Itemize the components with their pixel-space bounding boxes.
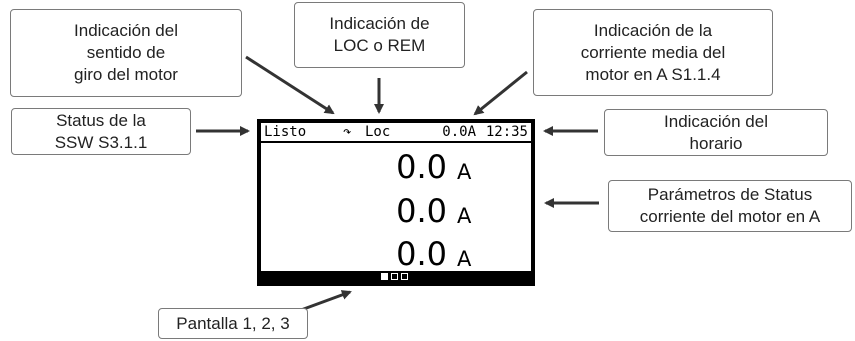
- arrow-avg-current: [473, 70, 528, 116]
- callout-rotation-direction: Indicación del sentido de giro del motor: [10, 9, 242, 97]
- callout-loc-rem: Indicación de LOC o REM: [294, 2, 465, 68]
- reading-unit: A: [457, 247, 472, 271]
- motor-current-reading-3: 0.0 A: [261, 233, 531, 273]
- ssw-status-text: Listo: [264, 124, 307, 140]
- page-dot-3: [401, 273, 408, 280]
- arrow-screens: [300, 290, 352, 312]
- reading-value: 0.0: [396, 148, 447, 186]
- hmi-display: Listo ↷ Loc 0.0A 12:35 0.0 A 0.0 A 0.0 A: [257, 119, 535, 286]
- page-dot-2: [391, 273, 398, 280]
- callout-screens: Pantalla 1, 2, 3: [158, 308, 308, 339]
- average-current-readout: 0.0A: [442, 124, 476, 140]
- motor-current-reading-1: 0.0 A: [261, 146, 531, 186]
- loc-rem-indicator: Loc: [365, 124, 391, 140]
- callout-status-parameters: Parámetros de Status corriente del motor…: [608, 180, 852, 232]
- callout-time: Indicación del horario: [604, 109, 828, 156]
- page-dot-1: [381, 273, 388, 280]
- motor-current-reading-2: 0.0 A: [261, 190, 531, 230]
- clock-readout: 12:35: [485, 124, 528, 140]
- arrow-rotation: [245, 55, 335, 115]
- page-indicator: [381, 273, 408, 280]
- rotation-direction-icon: ↷: [343, 124, 352, 140]
- callout-average-current: Indicación de la corriente media del mot…: [533, 9, 773, 96]
- reading-value: 0.0: [396, 192, 447, 230]
- callout-ssw-status: Status de la SSW S3.1.1: [11, 108, 191, 155]
- page-indicator-bar: [261, 271, 531, 282]
- reading-unit: A: [457, 204, 472, 228]
- reading-value: 0.0: [396, 235, 447, 273]
- status-bar: Listo ↷ Loc 0.0A 12:35: [261, 123, 531, 143]
- reading-unit: A: [457, 160, 472, 184]
